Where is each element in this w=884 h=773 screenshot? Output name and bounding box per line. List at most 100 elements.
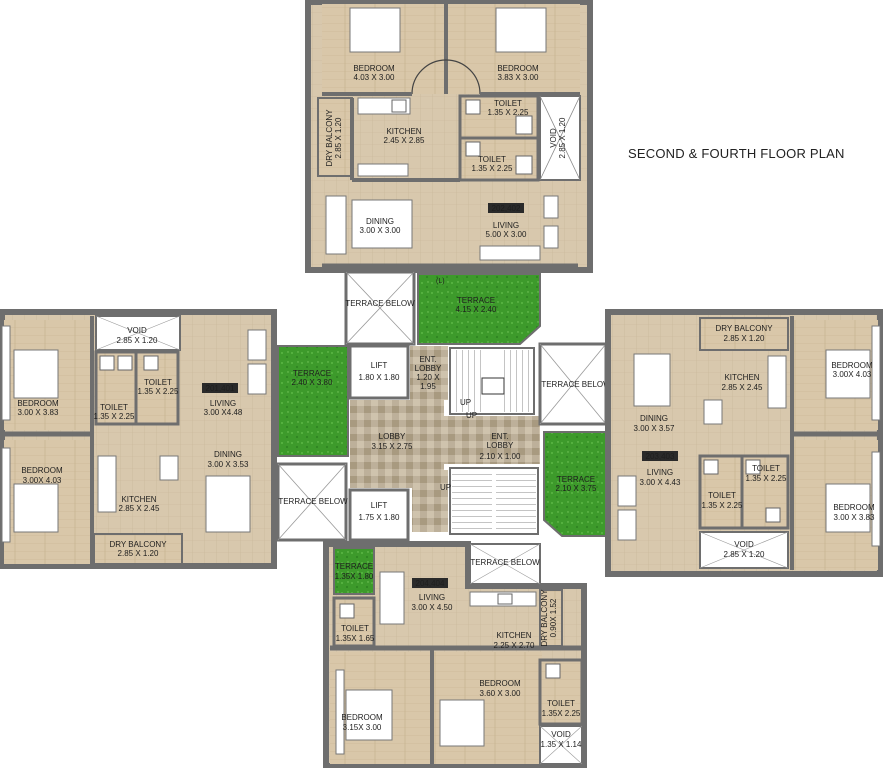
room-label: DINING <box>366 217 394 226</box>
room-label: LIVING <box>210 399 236 408</box>
svg-text:VOID2.85 X 1.20: VOID2.85 X 1.20 <box>724 540 765 559</box>
terrace-below-label: TERRACE BELOW <box>345 299 415 308</box>
terrace-size: 2.40 X 3.80 <box>292 378 333 387</box>
ent-lobby-line: ENT. <box>419 355 436 364</box>
room-size: 2.85 X 2.45 <box>119 504 160 513</box>
stair-up-label: UP <box>466 411 477 420</box>
room-size: 2.85 X 1.20 <box>724 550 765 559</box>
terrace-size: 2.10 X 3.75 <box>556 484 597 493</box>
room-size: 2.85 X 1.20 <box>724 334 765 343</box>
room-size: 3.15X 3.00 <box>343 723 382 732</box>
room-label: BEDROOM <box>833 503 875 512</box>
svg-text:DRY BALCONY2.85 X 1.20: DRY BALCONY2.85 X 1.20 <box>715 324 773 343</box>
lift-size: 1.75 X 1.80 <box>359 513 400 522</box>
ent-lobby-line: 1.20 X <box>416 373 440 382</box>
room-label: TERRACE <box>335 562 373 571</box>
terrace-label: TERRACE <box>293 369 331 378</box>
room-size: 3.00 X 4.43 <box>640 478 681 487</box>
room-label: LIVING <box>419 593 445 602</box>
svg-text:VOID2.85 X 1.20: VOID2.85 X 1.20 <box>549 117 567 158</box>
room-label: TOILET <box>478 155 506 164</box>
room-size: 1.35X 1.65 <box>336 634 375 643</box>
room-size: 3.83 X 3.00 <box>498 73 539 82</box>
room-size: 1.35 X 2.25 <box>94 412 135 421</box>
room-label: BEDROOM <box>17 399 59 408</box>
terrace-below-label: TERRACE BELOW <box>541 380 611 389</box>
room-label: DRY BALCONY <box>715 324 773 333</box>
room-label: LIVING <box>647 468 673 477</box>
room-size: 0.90X 1.52 <box>549 598 558 637</box>
stair-up-label: UP <box>440 483 451 492</box>
room-label: BEDROOM <box>353 64 395 73</box>
room-label: TOILET <box>547 699 575 708</box>
lobby-label: LOBBY <box>379 432 406 441</box>
room-size: 2.85 X 2.45 <box>722 383 763 392</box>
room-label: VOID <box>127 326 147 335</box>
terrace-label: TERRACE <box>557 475 595 484</box>
room-label: KITCHEN <box>496 631 531 640</box>
room-label: BEDROOM <box>341 713 383 722</box>
room-label: BEDROOM <box>831 361 873 370</box>
lift-label: LIFT <box>371 501 388 510</box>
room-size: 3.00X 4.03 <box>23 476 62 485</box>
room-label: TOILET <box>494 99 522 108</box>
room-label: BEDROOM <box>497 64 539 73</box>
room-size: 3.00 X 3.83 <box>834 513 875 522</box>
lift-mark: (L) <box>436 278 445 285</box>
room-size: 1.35 X 2.25 <box>488 108 529 117</box>
room-label: TOILET <box>100 403 128 412</box>
svg-text:TERRACE BELOW: TERRACE BELOW <box>541 380 611 389</box>
room-label: TOILET <box>144 378 172 387</box>
room-label: VOID <box>549 128 558 148</box>
ent-lobby-line: ENT. <box>491 432 508 441</box>
terrace-size: 4.15 X 2.40 <box>456 305 497 314</box>
room-size: 1.35 X 2.25 <box>138 387 179 396</box>
room-size: 2.85 X 1.20 <box>118 549 159 558</box>
room-size: 1.35 X 2.25 <box>746 474 787 483</box>
room-size: 1.35 X 2.25 <box>702 501 743 510</box>
room-size: 3.00X 4.03 <box>833 370 872 379</box>
room-label: DRY BALCONY <box>325 109 334 167</box>
room-size: 3.00 X 3.57 <box>634 424 675 433</box>
room-size: 3.00 X 3.53 <box>208 460 249 469</box>
room-label: VOID <box>734 540 754 549</box>
room-label: DINING <box>214 450 242 459</box>
ent-lobby-size: 2.10 X 1.00 <box>480 452 521 461</box>
room-size: 3.60 X 3.00 <box>480 689 521 698</box>
room-size: 1.35X 2.25 <box>542 709 581 718</box>
page-title: SECOND & FOURTH FLOOR PLAN <box>628 146 845 161</box>
room-label: DRY BALCONY <box>540 589 549 647</box>
room-label: DRY BALCONY <box>109 540 167 549</box>
